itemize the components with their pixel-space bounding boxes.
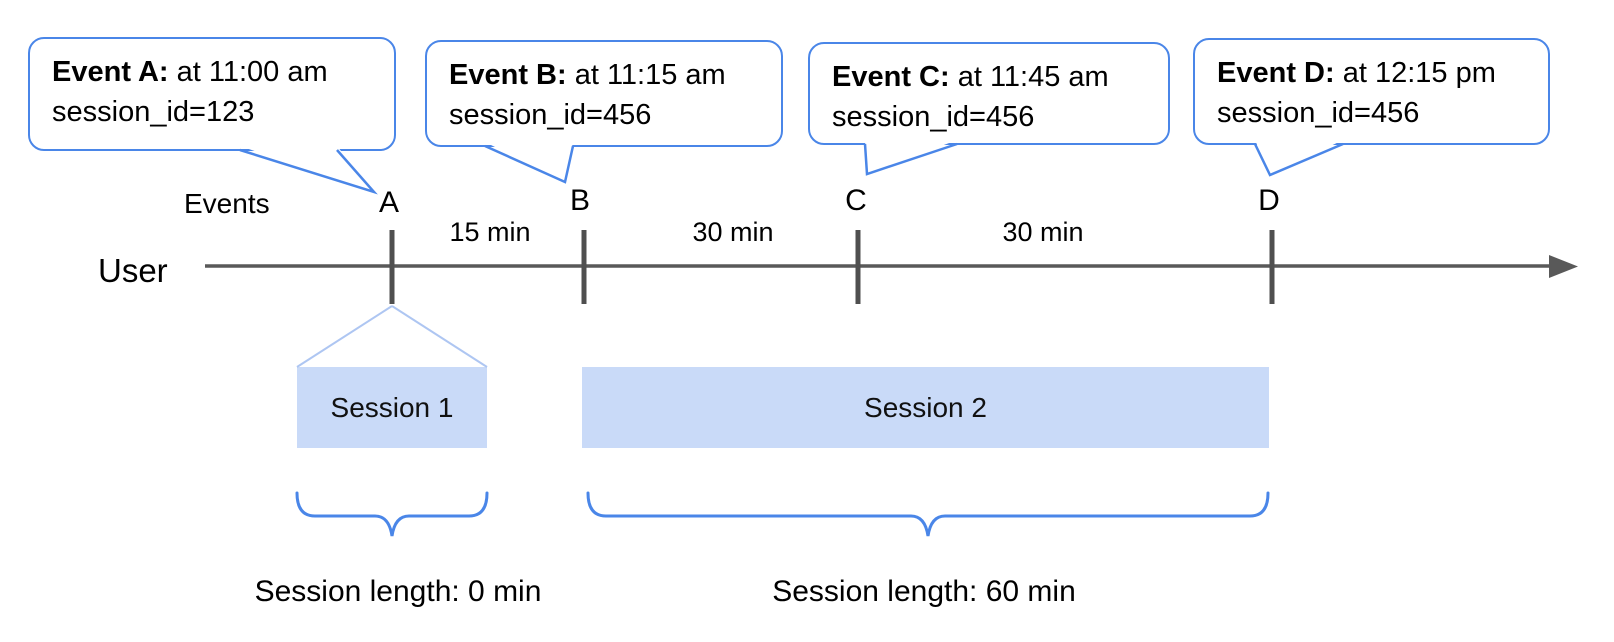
- session-2-label: Session 2: [864, 391, 987, 423]
- events-axis-label: Events: [184, 188, 270, 219]
- callout-event-a-title: Event A:: [52, 56, 169, 88]
- session-1-box: Session 1: [297, 367, 487, 448]
- callout-c-tail: [863, 140, 958, 176]
- session-1-label: Session 1: [330, 391, 454, 423]
- callout-b-tail-fill: [485, 142, 573, 182]
- event-marker-c: C: [845, 184, 867, 217]
- callout-d-tail: [1253, 140, 1344, 177]
- callout-event-b-title: Event B:: [449, 59, 567, 91]
- callout-event-c-title: Event C:: [832, 61, 950, 93]
- callout-event-c-session: session_id=456: [832, 101, 1035, 134]
- event-marker-d: D: [1258, 184, 1280, 217]
- session-2-box: Session 2: [582, 367, 1269, 448]
- interval-b-c-label: 30 min: [692, 217, 774, 247]
- session-1-length-label: Session length: 0 min: [254, 575, 542, 608]
- callout-event-b-time: at 11:15 am: [574, 59, 726, 91]
- timeline-arrowhead: [1549, 255, 1578, 278]
- session-2-length-label: Session length: 60 min: [772, 575, 1076, 608]
- callout-event-d-title: Event D:: [1217, 57, 1335, 89]
- callout-a-tail-fill: [240, 146, 374, 192]
- session-1-funnel-line-left: [296, 305, 393, 368]
- session-1-funnel-line-right: [391, 305, 488, 368]
- callout-event-b: Event B: at 11:15 am session_id=456: [425, 40, 783, 147]
- callout-event-c: Event C: at 11:45 am session_id=456: [808, 42, 1170, 145]
- callout-a-tail: [239, 146, 378, 195]
- callout-event-d: Event D: at 12:15 pm session_id=456: [1193, 38, 1550, 145]
- callout-event-d-session: session_id=456: [1217, 97, 1420, 130]
- callout-b-tail-stroke: [484, 144, 575, 184]
- callout-d-tail-fill: [1255, 140, 1343, 175]
- callout-event-b-session: session_id=456: [449, 99, 652, 132]
- callout-c-tail-fill: [865, 140, 957, 174]
- interval-c-d-label: 30 min: [1002, 217, 1084, 247]
- callout-event-a: Event A: at 11:00 am session_id=123: [28, 37, 396, 151]
- user-axis-label: User: [98, 252, 168, 289]
- event-marker-b: B: [569, 184, 591, 217]
- session-2-length-brace: [586, 491, 1270, 537]
- callout-a-tail-stroke: [239, 148, 378, 195]
- callout-event-d-time: at 12:15 pm: [1342, 57, 1496, 89]
- event-marker-a: A: [378, 186, 400, 219]
- callout-b-tail: [484, 142, 575, 184]
- callout-d-tail-stroke: [1253, 142, 1344, 177]
- callout-c-tail-stroke: [863, 142, 958, 176]
- callout-event-a-session: session_id=123: [52, 96, 255, 129]
- interval-a-b-label: 15 min: [449, 217, 531, 247]
- callout-event-a-time: at 11:00 am: [176, 56, 328, 88]
- session-1-length-brace: [295, 491, 489, 537]
- callout-event-c-time: at 11:45 am: [957, 61, 1109, 93]
